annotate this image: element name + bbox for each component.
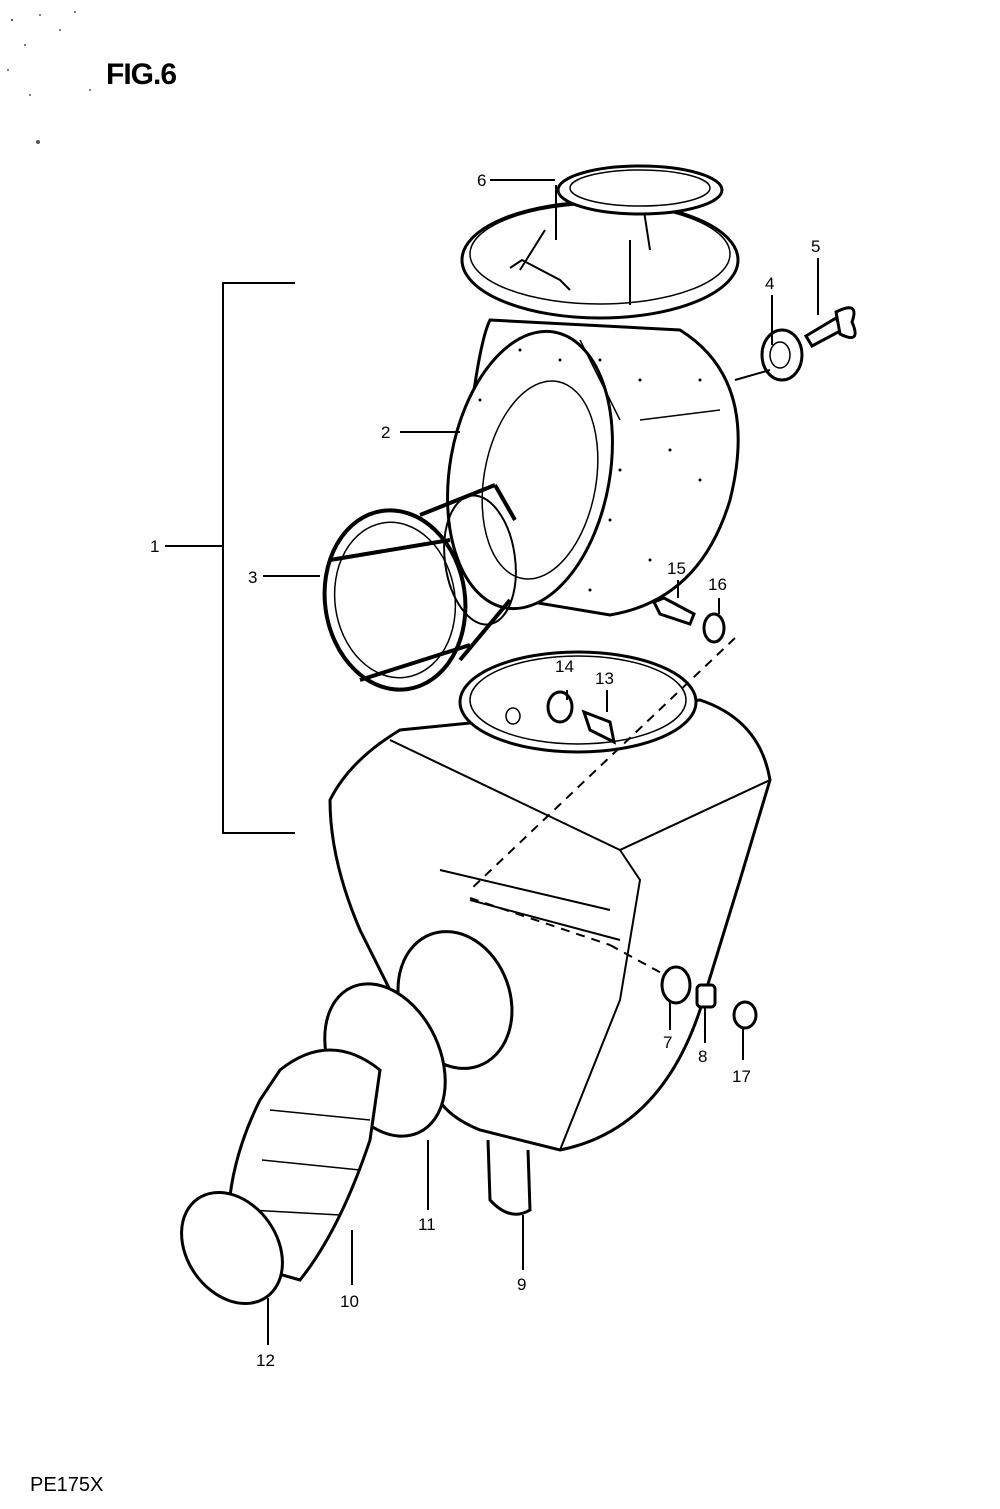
figure-title: FIG.6 (106, 58, 177, 91)
part-5-wing-screw (803, 306, 857, 348)
callout-2: 2 (381, 423, 390, 442)
callout-9: 9 (517, 1275, 526, 1294)
part-9-drain (486, 1139, 532, 1216)
part-7-grommet (660, 965, 692, 1005)
part-16-washer (702, 612, 726, 644)
callout-numbers: 1 2 3 4 5 6 7 8 9 10 11 12 13 14 15 16 1… (150, 171, 820, 1370)
part-8-collar (695, 983, 717, 1009)
part-12-clamp (180, 1190, 284, 1306)
callout-5: 5 (811, 237, 820, 256)
callout-17: 17 (732, 1067, 751, 1086)
part-13-bolt (581, 709, 617, 745)
callout-14: 14 (555, 657, 574, 676)
callout-13: 13 (595, 669, 614, 688)
leader-lines (263, 179, 819, 1345)
callout-10: 10 (340, 1292, 359, 1311)
callout-16: 16 (708, 575, 727, 594)
scan-noise (7, 11, 91, 144)
callout-4: 4 (765, 274, 774, 293)
part-2-filter-element (446, 318, 740, 617)
callout-1: 1 (150, 537, 159, 556)
callout-7: 7 (663, 1033, 672, 1052)
callout-12: 12 (256, 1351, 275, 1370)
callout-11: 11 (418, 1215, 436, 1234)
callout-6: 6 (477, 171, 486, 190)
callout-8: 8 (698, 1047, 707, 1066)
callout-15: 15 (667, 559, 686, 578)
part-3-frame (322, 483, 517, 692)
part-6-cover (460, 164, 740, 320)
part-15-bolt (651, 596, 696, 626)
model-code: PE175X (30, 1474, 104, 1496)
part-1-bracket (165, 282, 295, 834)
callout-3: 3 (248, 568, 257, 587)
part-17-nut (732, 1000, 758, 1030)
assembly-lines (469, 637, 736, 976)
part-4-washer (760, 328, 804, 382)
